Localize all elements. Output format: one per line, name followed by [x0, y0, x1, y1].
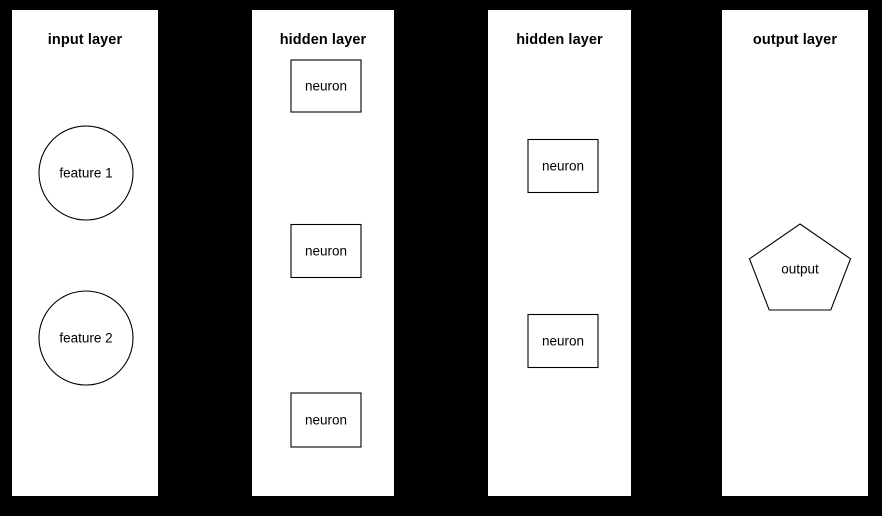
panel-hidden-layer-2: hidden layer — [488, 10, 631, 496]
output-layer-title: output layer — [752, 32, 838, 48]
node-shape-hidden2-neuron-1[interactable] — [527, 138, 599, 194]
node-shape-hidden1-neuron-2[interactable] — [290, 223, 362, 279]
node-label-hidden1-neuron-2: neuron — [304, 243, 348, 259]
node-label-output-node: output — [781, 261, 819, 277]
node-shape-hidden2-neuron-2[interactable] — [527, 313, 599, 369]
node-shape-output-node[interactable] — [748, 223, 852, 311]
hidden-layer-2-title: hidden layer — [516, 32, 603, 48]
node-label-hidden2-neuron-2: neuron — [541, 333, 585, 349]
hidden-layer-1-title: hidden layer — [279, 32, 367, 48]
node-label-hidden1-neuron-3: neuron — [304, 412, 348, 428]
node-shape-feature-1[interactable] — [38, 125, 134, 221]
node-shape-hidden1-neuron-1[interactable] — [290, 59, 362, 113]
node-shape-feature-2[interactable] — [38, 290, 134, 386]
input-layer-title: input layer — [47, 32, 123, 48]
node-shape-hidden1-neuron-3[interactable] — [290, 392, 362, 448]
node-label-feature-2: feature 2 — [59, 330, 113, 346]
panel-input-layer: input layer — [12, 10, 158, 496]
node-label-feature-1: feature 1 — [59, 165, 113, 181]
node-label-hidden1-neuron-1: neuron — [304, 78, 348, 94]
node-label-hidden2-neuron-1: neuron — [541, 158, 585, 174]
